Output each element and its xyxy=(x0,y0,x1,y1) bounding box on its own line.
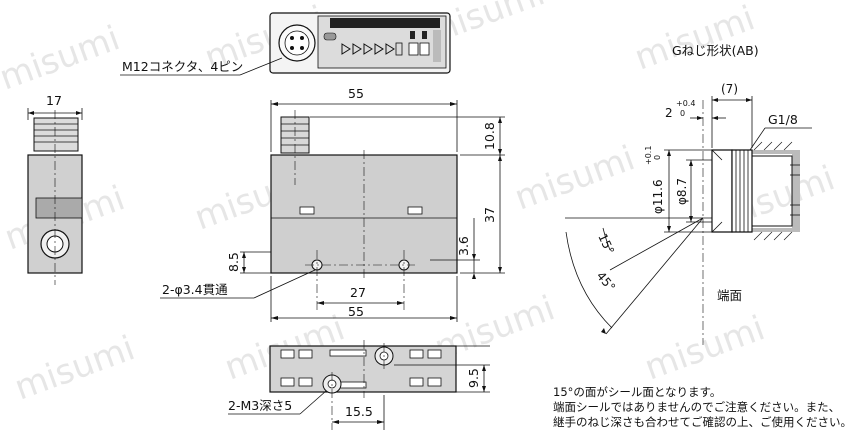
button xyxy=(408,42,419,56)
dim-2: 2 xyxy=(665,106,673,120)
dim-10-8: 10.8 xyxy=(482,122,497,150)
leader-line xyxy=(239,57,283,76)
top-view-band xyxy=(330,18,440,28)
dim-3-6: 3.6 xyxy=(456,236,471,256)
dim-15-5: 15.5 xyxy=(345,404,373,419)
brand-label xyxy=(433,30,441,62)
thread-label: G1/8 xyxy=(768,112,798,127)
watermark-text: misumi xyxy=(0,18,125,98)
connector-pin xyxy=(300,36,304,40)
watermark-text: misumi xyxy=(639,308,770,388)
m12-connector-inner xyxy=(284,30,310,56)
note-line-2: 端面シールではありませんのでご注意ください。また、 xyxy=(553,400,840,414)
dim-2-tol2: 0 xyxy=(680,109,685,118)
button-marker xyxy=(410,31,415,39)
watermark-text: misumi xyxy=(509,138,640,218)
end-face-label: 端面 xyxy=(717,288,742,303)
connector-label: M12コネクタ、4ピン xyxy=(122,59,243,74)
dia-11-6-tol2: 0 xyxy=(653,155,662,160)
leader-line xyxy=(253,269,316,299)
note-line-1: 15°の面がシール面となります。 xyxy=(553,385,721,399)
thread-detail: Gねじ形状(AB) (7) 2 +0.4 0 xyxy=(565,43,812,345)
side-connector-nut xyxy=(33,117,79,152)
arrow-indicators xyxy=(341,43,395,55)
front-dims: 55 10.8 37 3.6 8.5 27 55 2-φ3.4貫通 xyxy=(160,86,505,322)
top-view xyxy=(269,12,451,74)
angle-45: 45° xyxy=(594,269,618,294)
side-bracket xyxy=(35,197,83,219)
dim-55-bottom: 55 xyxy=(348,304,364,319)
dim-17: 17 xyxy=(46,93,62,108)
angle-15: 15° xyxy=(595,231,617,256)
button-marker xyxy=(422,31,427,39)
dim-2-tol: +0.4 xyxy=(676,99,695,108)
dia-11-6-tol: +0.1 xyxy=(644,146,653,165)
dim-8-5: 8.5 xyxy=(226,252,241,272)
m3-label: 2-M3深さ5 xyxy=(228,398,292,413)
leader-line xyxy=(299,390,327,415)
dia-11-6: φ11.6 xyxy=(651,179,665,214)
bottom-dims: 9.5 15.5 2-M3深さ5 xyxy=(228,345,490,430)
dim-27: 27 xyxy=(350,285,366,300)
dia-8-7: φ8.7 xyxy=(675,178,689,205)
slot xyxy=(407,206,423,215)
dim-37: 37 xyxy=(482,207,497,223)
connector-pin xyxy=(290,36,294,40)
arrow-end-box xyxy=(395,42,403,56)
thread-detail-title: Gねじ形状(AB) xyxy=(672,43,759,58)
dim-7: (7) xyxy=(721,82,738,96)
dim-55-top: 55 xyxy=(348,86,364,101)
leader-line xyxy=(749,127,766,151)
indicator-led xyxy=(323,32,337,41)
front-view xyxy=(270,110,458,310)
watermark-text: misumi xyxy=(629,0,760,78)
note-block: 15°の面がシール面となります。 端面シールではありませんのでご注意ください。ま… xyxy=(553,385,852,429)
connector-pin xyxy=(290,46,294,50)
bottom-view xyxy=(269,340,457,430)
button xyxy=(419,42,430,56)
dim-9-5: 9.5 xyxy=(466,368,481,388)
watermark-text: misumi xyxy=(9,328,140,408)
side-view: 17 xyxy=(27,93,83,285)
slot xyxy=(299,206,315,215)
thread-bore xyxy=(731,149,753,233)
hole-label: 2-φ3.4貫通 xyxy=(162,282,228,297)
connector-pin xyxy=(300,46,304,50)
sealing-face xyxy=(711,149,733,233)
note-line-3: 継手のねじ深さも合わせてご確認の上、ご使用ください。 xyxy=(553,415,852,429)
